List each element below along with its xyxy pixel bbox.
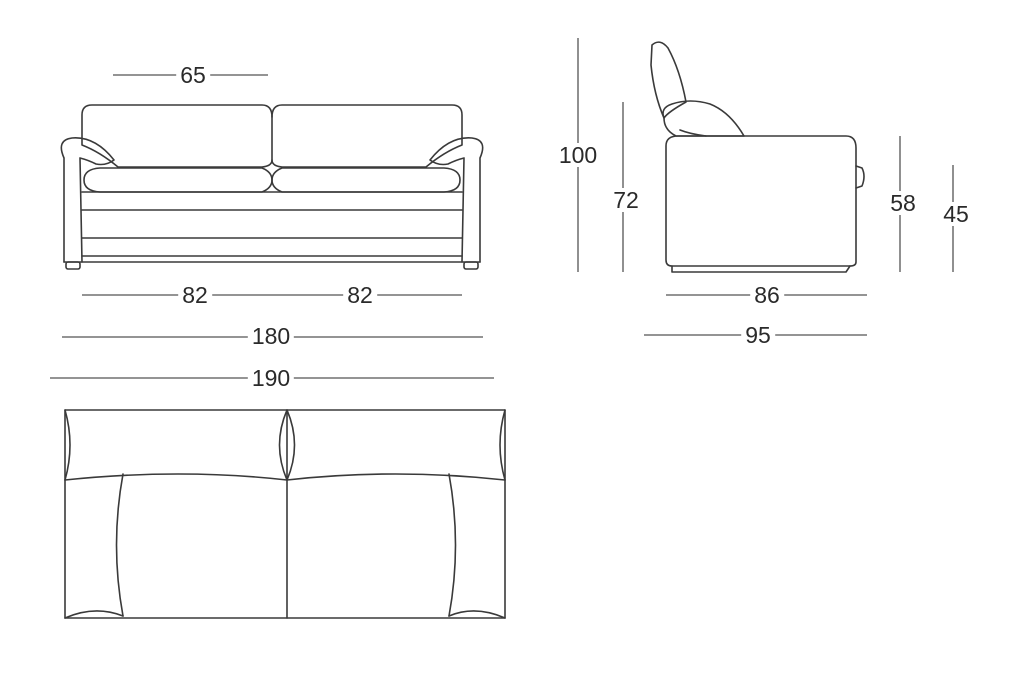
dim-seat-depth: 86 xyxy=(750,283,784,307)
top-view xyxy=(64,409,506,619)
dim-seat-width-right: 82 xyxy=(343,283,377,307)
dim-seat-height: 45 xyxy=(939,202,973,226)
side-view xyxy=(650,41,865,273)
dim-overall-height: 100 xyxy=(554,143,602,167)
dim-inner-width: 180 xyxy=(247,324,295,348)
dim-seat-width-left: 82 xyxy=(178,283,212,307)
dim-overall-depth: 95 xyxy=(741,323,775,347)
dim-arm-height: 58 xyxy=(886,191,920,215)
dimension-lines xyxy=(50,38,954,379)
front-view xyxy=(60,104,484,270)
dim-back-height: 72 xyxy=(609,188,643,212)
dim-back-cushion-width: 65 xyxy=(176,63,210,87)
dim-overall-width: 190 xyxy=(247,366,295,390)
